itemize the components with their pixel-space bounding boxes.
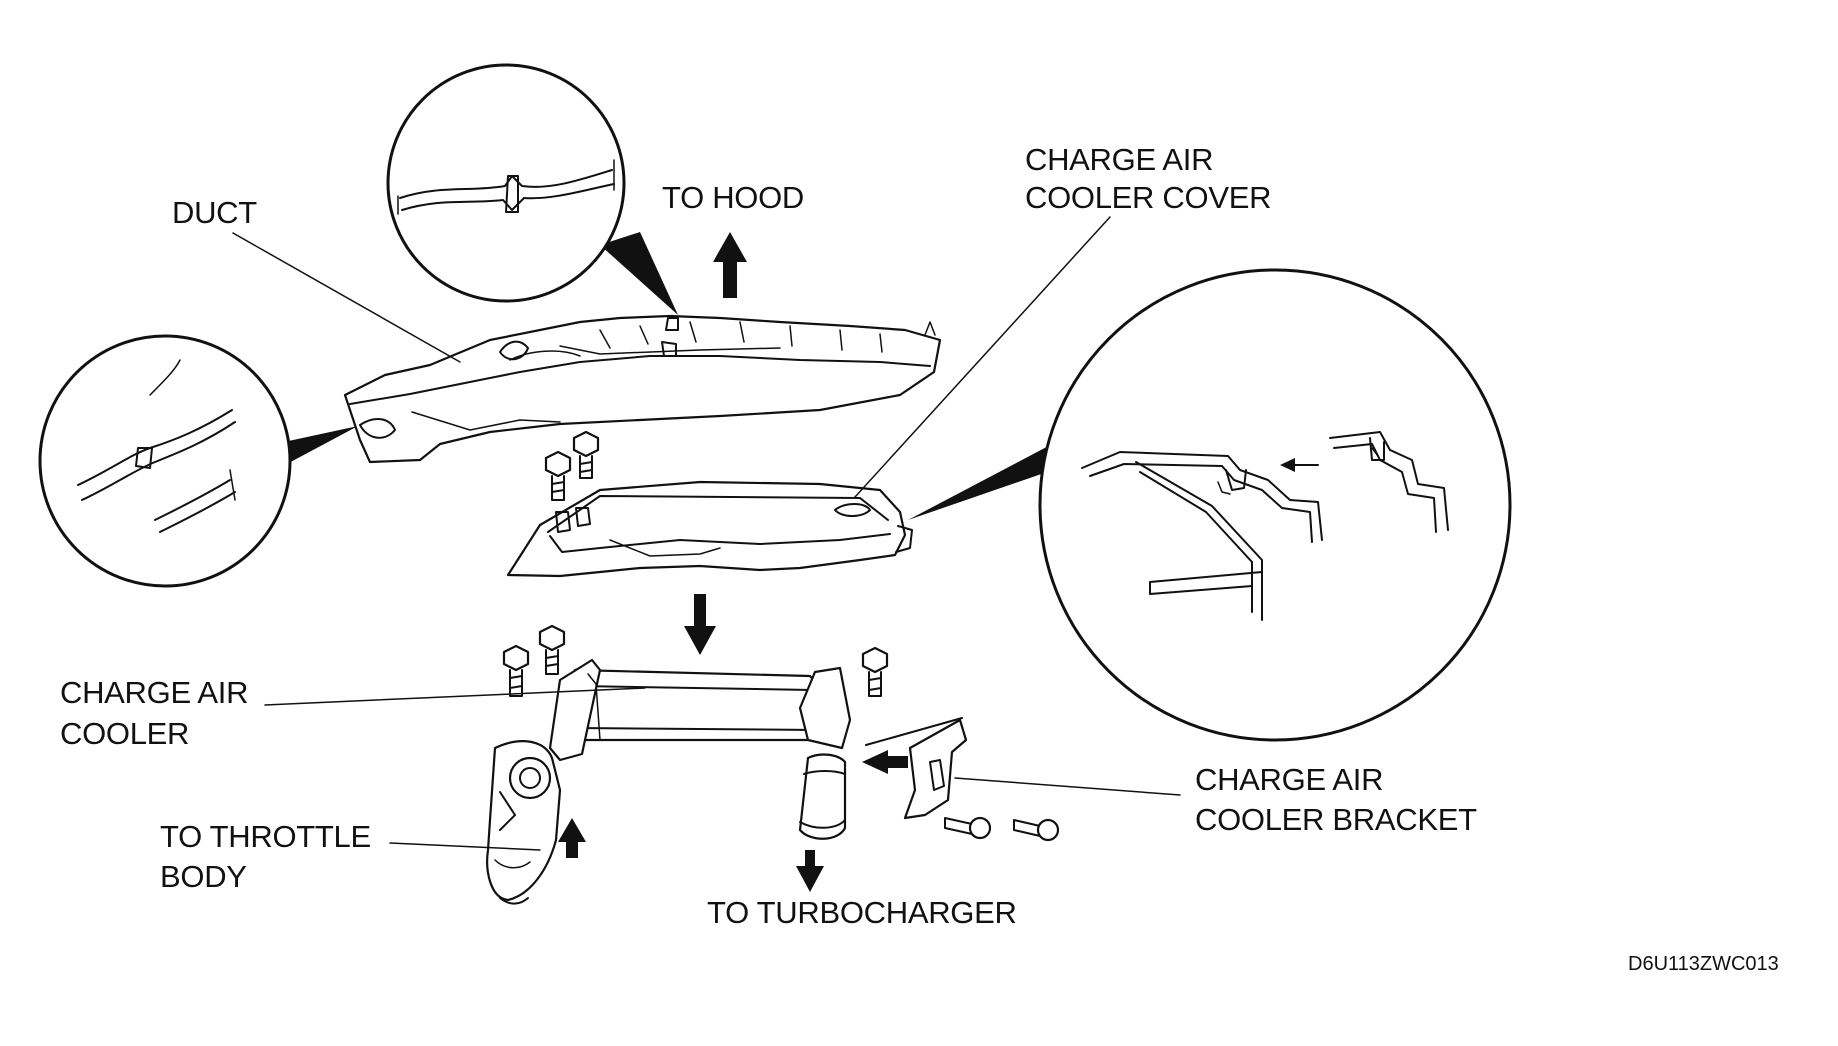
detail-circle-cover-edge <box>908 268 1512 742</box>
leader-bracket <box>954 777 1181 796</box>
detail-circle-duct-edge <box>38 334 358 588</box>
label-to-hood: TO HOOD <box>662 180 804 215</box>
label-cooler-line2: COOLER <box>60 716 189 751</box>
arrow-cover-down <box>684 594 716 655</box>
leader-cooler <box>264 687 646 706</box>
leader-duct <box>232 232 461 363</box>
detail-circle-duct-clip <box>386 63 678 315</box>
callout-wedge-left <box>270 426 358 465</box>
throttle-pipe <box>486 740 562 905</box>
cooler-bolts <box>502 624 889 697</box>
charge-air-cooler <box>548 658 852 762</box>
callout-wedge-right <box>908 432 1082 520</box>
cover-bolts <box>544 430 600 501</box>
arrow-to-throttle <box>558 818 586 858</box>
leader-lines <box>232 216 1181 851</box>
callout-wedge-top <box>600 232 678 315</box>
label-cooler-cover-line1: CHARGE AIR <box>1025 142 1213 177</box>
label-bracket-line2: COOLER BRACKET <box>1195 802 1477 837</box>
charge-air-cooler-bracket <box>865 717 968 820</box>
label-to-turbocharger: TO TURBOCHARGER <box>707 895 1017 930</box>
label-cooler-cover-line2: COOLER COVER <box>1025 180 1271 215</box>
arrow-to-turbocharger <box>796 850 824 892</box>
charge-air-cooler-cover <box>506 480 913 578</box>
figure-code: D6U113ZWC013 <box>1628 953 1779 975</box>
leader-cover <box>854 216 1111 498</box>
duct <box>343 314 942 464</box>
turbo-pipe <box>798 753 847 840</box>
leader-throttle <box>389 842 541 851</box>
arrow-to-hood <box>713 232 747 298</box>
label-throttle-line1: TO THROTTLE <box>160 819 371 854</box>
bracket-bolts <box>944 816 1060 842</box>
labels: DUCT TO HOOD CHARGE AIR COOLER COVER CHA… <box>60 142 1779 975</box>
arrow-bracket <box>862 750 908 774</box>
label-throttle-line2: BODY <box>160 859 247 894</box>
label-duct: DUCT <box>172 195 257 230</box>
label-cooler-line1: CHARGE AIR <box>60 675 248 710</box>
label-bracket-line1: CHARGE AIR <box>1195 762 1383 797</box>
